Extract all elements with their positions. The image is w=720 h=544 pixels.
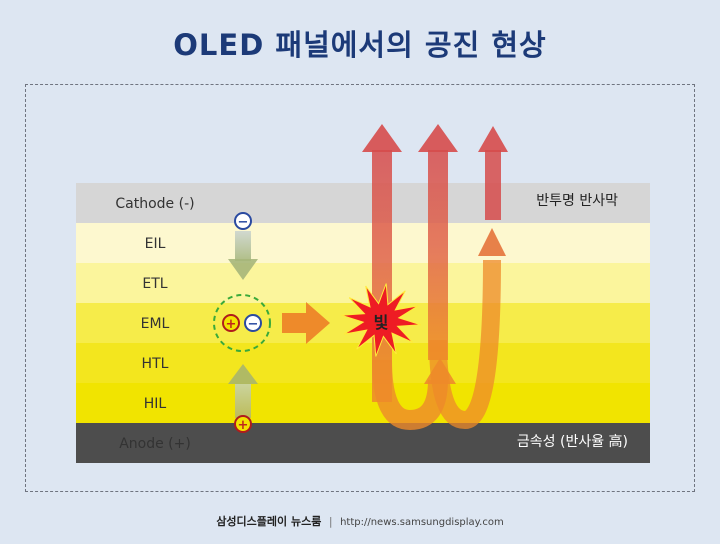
layer-band-1 — [76, 223, 650, 263]
light-ray-middle — [418, 124, 506, 430]
diagram-frame — [25, 84, 695, 492]
electron-symbol: − — [234, 212, 252, 230]
layer-label-6: Anode (+) — [119, 436, 191, 452]
layer-stack: Cathode (-) EIL ETL EML HTL HIL Anode (+) — [76, 183, 650, 463]
page-title: OLED 패널에서의 공진 현상 — [173, 28, 547, 62]
emission-arrow — [282, 302, 330, 344]
layer-band-4 — [76, 343, 650, 383]
footer-separator: | — [328, 515, 333, 528]
anode-side-label: 금속성 (반사율 高) — [517, 433, 628, 450]
exciton-hole-sign: + — [226, 317, 237, 332]
exciton-circle: + − — [213, 294, 271, 352]
hole-arrow — [228, 364, 258, 418]
layer-label-0: Cathode (-) — [115, 196, 194, 212]
layer-label-3: EML — [141, 316, 170, 332]
light-burst: 빛 — [341, 283, 421, 357]
layer-band-6 — [76, 423, 650, 463]
footer-url[interactable]: http://news.samsungdisplay.com — [340, 517, 504, 528]
exciton-electron-sign: − — [248, 317, 259, 332]
layer-label-2: ETL — [142, 276, 167, 292]
light-ray-right — [478, 126, 508, 220]
hole-sign: + — [238, 418, 249, 433]
electron-arrow — [228, 231, 258, 280]
layer-band-2 — [76, 263, 650, 303]
footer: 삼성디스플레이 뉴스룸 | http://news.samsungdisplay… — [0, 513, 720, 529]
layer-label-5: HIL — [144, 396, 167, 412]
layer-label-4: HTL — [142, 356, 169, 372]
electron-sign: − — [238, 215, 249, 230]
footer-brand: 삼성디스플레이 뉴스룸 — [216, 515, 322, 528]
burst-label: 빛 — [374, 313, 389, 332]
layer-band-5 — [76, 383, 650, 423]
hole-symbol: + — [234, 415, 252, 433]
cathode-side-label: 반투명 반사막 — [536, 193, 618, 209]
layer-label-1: EIL — [145, 236, 166, 252]
layer-band-0 — [76, 183, 650, 223]
